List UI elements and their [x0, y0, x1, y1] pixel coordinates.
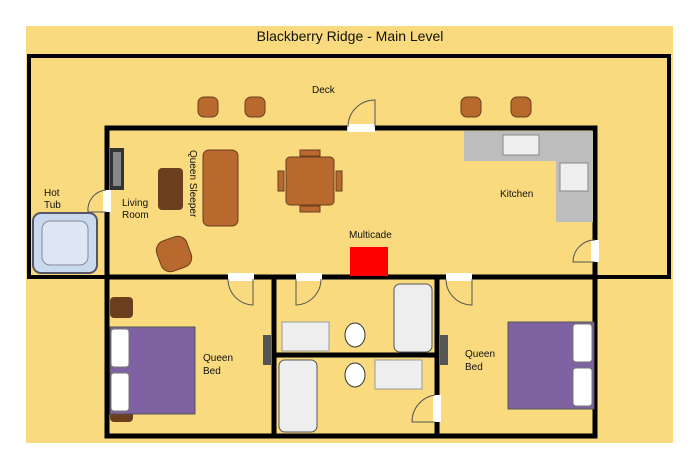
label-hot-tub-1: Hot: [44, 188, 60, 199]
bathtub: [393, 283, 433, 353]
tv: [440, 335, 448, 365]
chair-icon: [244, 96, 266, 118]
label-living-room-2: Room: [122, 210, 149, 221]
nightstand: [110, 297, 133, 318]
door-swings: [87, 99, 596, 423]
chair-icon: [197, 96, 219, 118]
chair-icon: [510, 96, 532, 118]
deck-chairs: [197, 96, 532, 118]
deck-walls: [27, 54, 671, 279]
toilet: [344, 322, 366, 348]
stove: [559, 162, 589, 192]
label-living-room-1: Living: [122, 198, 148, 209]
pillow: [572, 323, 593, 363]
queen-sleeper-sofa: [202, 149, 239, 227]
label-bed-right-1: Queen: [465, 349, 495, 360]
bathroom-sink: [374, 359, 423, 390]
bathtub: [278, 359, 318, 433]
bathroom-sink: [281, 321, 330, 352]
label-kitchen: Kitchen: [500, 189, 533, 200]
fireplace-grate: [113, 152, 121, 186]
dining-set: [277, 149, 343, 213]
doorways: [103, 124, 599, 422]
pillow: [110, 328, 130, 368]
coffee-table: [158, 168, 183, 210]
plan-title: Blackberry Ridge - Main Level: [257, 28, 444, 44]
label-bed-left-1: Queen: [203, 353, 233, 364]
hot-tub-basin: [41, 220, 89, 266]
kitchen-sink: [502, 134, 540, 156]
toilet: [344, 362, 366, 388]
label-multicade: Multicade: [349, 230, 392, 241]
kitchen-counter: [464, 131, 593, 222]
label-queen-sleeper: Queen Sleeper: [187, 150, 198, 218]
pillow: [110, 372, 130, 412]
pillow: [572, 367, 593, 407]
label-deck: Deck: [312, 85, 336, 96]
label-bed-left-2: Bed: [203, 366, 221, 377]
armchair: [155, 235, 193, 273]
tv: [263, 335, 271, 365]
label-hot-tub-2: Tub: [44, 200, 61, 211]
multicade-arcade: [350, 247, 388, 276]
label-bed-right-2: Bed: [465, 362, 483, 373]
chair-icon: [460, 96, 482, 118]
